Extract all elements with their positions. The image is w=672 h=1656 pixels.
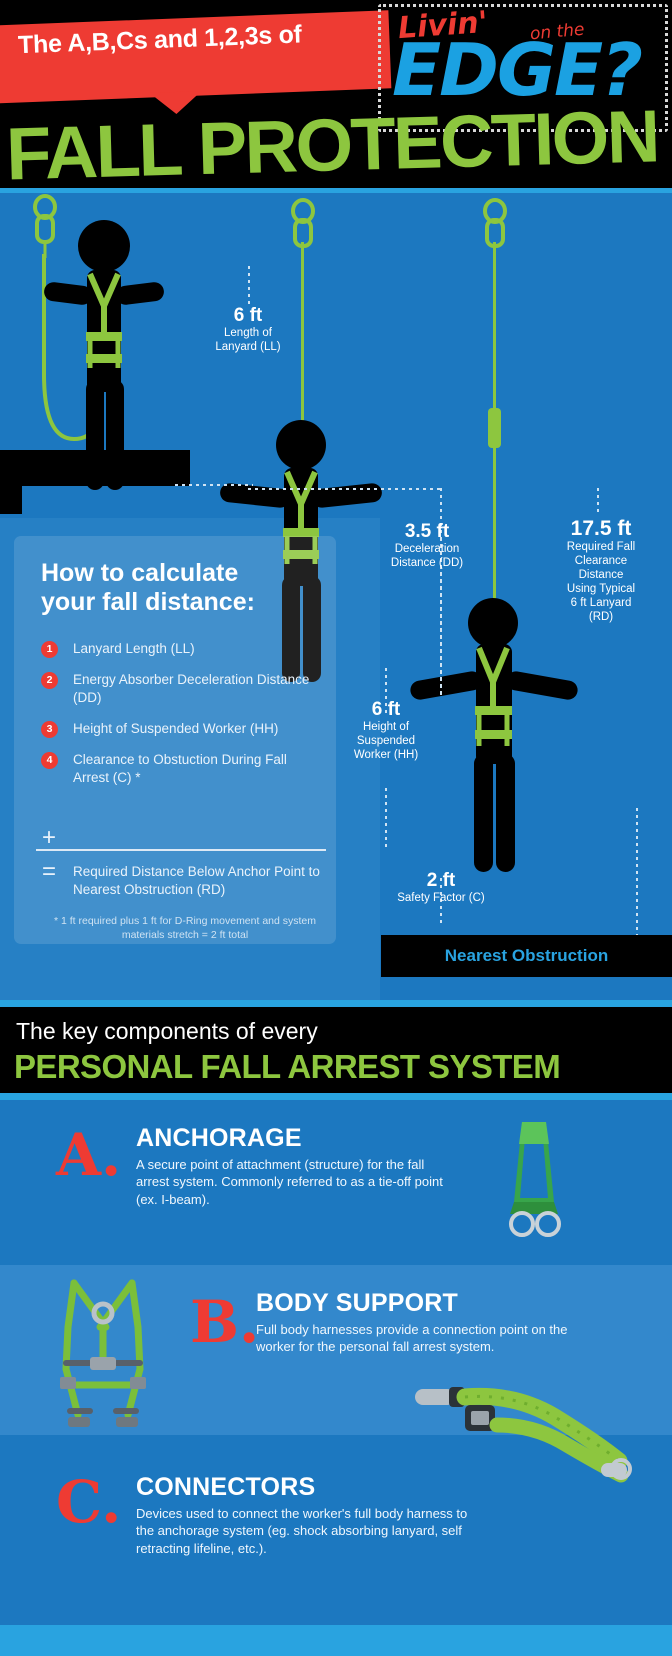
- component-b-letter: B.: [190, 1288, 260, 1356]
- header-section: The A,B,Cs and 1,2,3s of Livin' on the E…: [0, 0, 672, 196]
- calc-item-4-number: 4: [41, 751, 58, 769]
- diagram-top-stripe: [0, 188, 672, 193]
- harness-b: [283, 470, 319, 564]
- calc-item-list: 1 Lanyard Length (LL) 2 Energy Absorber …: [41, 640, 321, 800]
- band-bottom-stripe: [0, 1093, 672, 1100]
- component-a-title: ANCHORAGE: [136, 1124, 302, 1152]
- key-components-band: The key components of every PERSONAL FAL…: [0, 1000, 672, 1100]
- nearest-obstruction-bar: Nearest Obstruction: [381, 935, 672, 977]
- component-connectors: C. CONNECTORS Devices used to connect th…: [0, 1387, 672, 1625]
- component-c-body: Devices used to connect the worker's ful…: [136, 1506, 468, 1556]
- band-top-stripe: [0, 1000, 672, 1007]
- calc-heading-line2: your fall distance:: [41, 587, 255, 616]
- harness-a: [86, 272, 122, 368]
- fall-distance-calculator-panel: How to calculate your fall distance: 1 L…: [14, 536, 336, 944]
- full-body-harness-image: [60, 1279, 146, 1427]
- leader-required: [597, 488, 599, 516]
- worker-head-b: [276, 420, 326, 470]
- platform-wall: [0, 450, 22, 514]
- calc-item-1-text: Lanyard Length (LL): [73, 641, 195, 656]
- worker-leg-left-b: [282, 576, 300, 682]
- shock-absorbing-lanyard-image: [415, 1387, 632, 1483]
- livin-on-the-edge-badge: [378, 4, 668, 132]
- leader-decel-2: [440, 538, 442, 698]
- calc-item-2: 2 Energy Absorber Deceleration Distance …: [41, 671, 321, 707]
- carabiner-icon-a: [33, 194, 57, 258]
- calc-equals-symbol: =: [42, 858, 57, 885]
- callout-safety-value: 2 ft: [426, 870, 456, 891]
- calc-item-1: 1 Lanyard Length (LL): [41, 640, 321, 658]
- page-title: FALL PROTECTION: [4, 94, 659, 196]
- calc-divider-rule: [36, 849, 326, 851]
- callout-worker-height-value: 6 ft: [371, 699, 401, 720]
- calc-heading-line1: How to calculate: [41, 559, 239, 587]
- leader-lanyard-h: [175, 484, 253, 486]
- component-b-title: BODY SUPPORT: [256, 1289, 458, 1317]
- lanyard-rope-b: [301, 242, 304, 432]
- calc-footnote: * 1 ft required plus 1 ft for D-Ring mov…: [53, 915, 317, 941]
- calc-heading: How to calculate your fall distance:: [41, 559, 311, 616]
- worker-leg-right-b: [303, 576, 321, 682]
- worker-leg-left-a: [86, 380, 104, 490]
- calc-item-4: 4 Clearance to Obstuction During Fall Ar…: [41, 751, 321, 787]
- component-b-body: Full body harnesses provide a connection…: [256, 1322, 568, 1355]
- component-a-body: A secure point of attachment (structure)…: [136, 1157, 443, 1207]
- worker-head-a: [78, 220, 130, 272]
- calc-item-3-number: 3: [41, 720, 58, 738]
- calc-item-3-text: Height of Suspended Worker (HH): [73, 720, 279, 736]
- calc-result-text: Required Distance Below Anchor Point to …: [73, 864, 320, 897]
- key-components-subtitle: The key components of every: [16, 1018, 318, 1044]
- component-body-support: B. BODY SUPPORT Full body harnesses prov…: [0, 1265, 672, 1435]
- component-a-letter: A.: [56, 1121, 122, 1189]
- leader-decel-top: [248, 488, 444, 490]
- anchor-strap-image: [509, 1122, 561, 1237]
- component-c-letter: C.: [56, 1468, 122, 1536]
- key-components-title: PERSONAL FALL ARREST SYSTEM: [14, 1048, 561, 1085]
- calc-item-4-text: Clearance to Obstuction During Fall Arre…: [73, 751, 287, 785]
- calc-plus-symbol: +: [42, 824, 57, 851]
- worker-leg-right-a: [106, 380, 124, 490]
- callout-deceleration-value: 3.5 ft: [404, 521, 450, 542]
- bottom-stripe: [0, 1625, 672, 1656]
- calc-item-3: 3 Height of Suspended Worker (HH): [41, 720, 321, 738]
- calc-item-2-number: 2: [41, 671, 58, 689]
- calc-item-2-text: Energy Absorber Deceleration Distance (D…: [73, 671, 310, 705]
- worker-leg-left-c: [474, 754, 493, 872]
- calc-item-1-number: 1: [41, 641, 58, 658]
- callout-safety-label: Safety Factor (C): [397, 891, 485, 904]
- leader-lanyard: [248, 266, 250, 308]
- badge-edge-text: EDGE?: [392, 28, 643, 112]
- leader-safety: [440, 878, 442, 926]
- component-anchorage: A. ANCHORAGE A secure point of attachmen…: [0, 1100, 672, 1265]
- worker-head-c: [468, 598, 518, 648]
- worker-leg-right-c: [496, 754, 515, 872]
- callout-required-value: 17.5 ft: [570, 517, 632, 540]
- energy-absorber-pack: [488, 408, 501, 448]
- leader-height: [385, 668, 387, 716]
- component-c-title: CONNECTORS: [136, 1473, 316, 1501]
- harness-c: [475, 646, 512, 746]
- nearest-obstruction-label: Nearest Obstruction: [444, 946, 609, 965]
- leader-height-2: [385, 788, 387, 850]
- leader-right-edge: [636, 808, 638, 938]
- callout-safety-factor: 2 ft Safety Factor (C): [382, 871, 500, 905]
- callout-lanyard-value: 6 ft: [233, 305, 263, 326]
